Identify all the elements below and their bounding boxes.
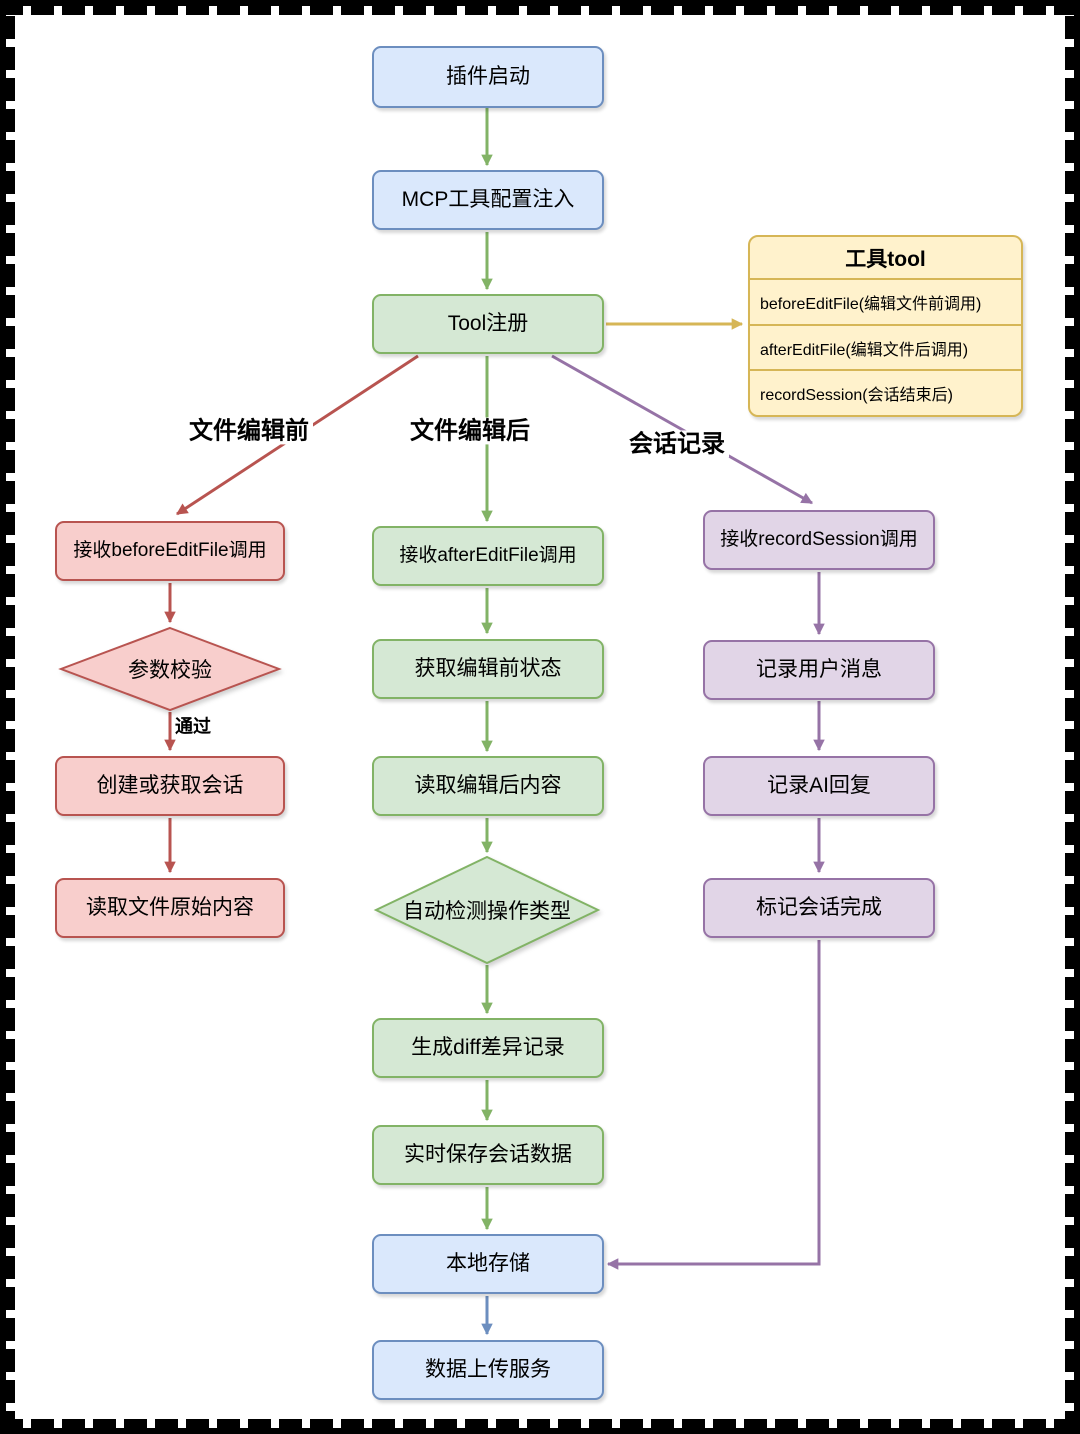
node-data-upload-service: 数据上传服务 xyxy=(372,1340,604,1400)
node-receive-afterEditFile: 接收afterEditFile调用 xyxy=(372,526,604,586)
node-tool-register: Tool注册 xyxy=(372,294,604,354)
node-local-storage: 本地存储 xyxy=(372,1234,604,1294)
edge-label-before-edit: 文件编辑前 xyxy=(185,417,313,445)
node-receive-beforeEditFile: 接收beforeEditFile调用 xyxy=(55,521,285,581)
node-create-or-get-session: 创建或获取会话 xyxy=(55,756,285,816)
diamond-label-detect-operation: 自动检测操作类型 xyxy=(403,900,571,923)
node-receive-recordSession: 接收recordSession调用 xyxy=(703,510,935,570)
node-mark-session-complete: 标记会话完成 xyxy=(703,878,935,938)
edge-label-pass: 通过 xyxy=(172,717,214,737)
tool-definition-box: 工具tool beforeEditFile(编辑文件前调用) afterEdit… xyxy=(748,235,1023,417)
node-record-ai-reply: 记录AI回复 xyxy=(703,756,935,816)
node-save-session-realtime: 实时保存会话数据 xyxy=(372,1125,604,1185)
edge-label-after-edit: 文件编辑后 xyxy=(406,417,534,445)
node-generate-diff: 生成diff差异记录 xyxy=(372,1018,604,1078)
node-mcp-config-inject: MCP工具配置注入 xyxy=(372,170,604,230)
tool-method-beforeEditFile: beforeEditFile(编辑文件前调用) xyxy=(750,278,1021,324)
diamond-param-validation xyxy=(58,626,282,712)
node-read-original-content: 读取文件原始内容 xyxy=(55,878,285,938)
edge-label-session-record: 会话记录 xyxy=(625,430,729,458)
node-plugin-start: 插件启动 xyxy=(372,46,604,108)
tool-box-title: 工具tool xyxy=(845,247,926,271)
tool-method-recordSession: recordSession(会话结束后) xyxy=(750,369,1021,415)
tool-method-afterEditFile: afterEditFile(编辑文件后调用) xyxy=(750,323,1021,370)
diamond-label-param-validation: 参数校验 xyxy=(128,659,212,682)
node-get-pre-edit-state: 获取编辑前状态 xyxy=(372,639,604,699)
node-record-user-message: 记录用户消息 xyxy=(703,640,935,700)
node-read-post-edit-content: 读取编辑后内容 xyxy=(372,756,604,816)
purple-flow-arrows xyxy=(551,354,825,1270)
diamond-detect-operation xyxy=(373,855,601,965)
